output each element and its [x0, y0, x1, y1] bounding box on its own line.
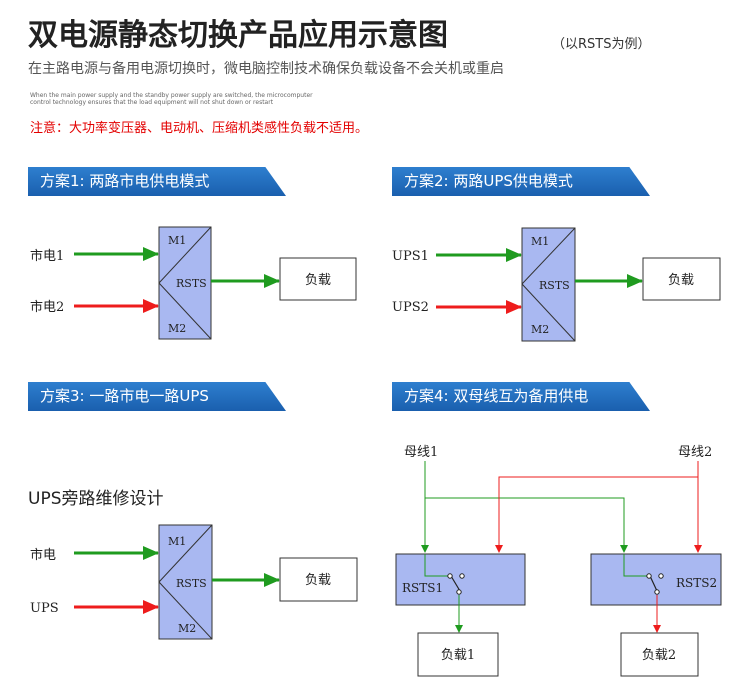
scheme-3-rsts-label: RSTS [176, 577, 207, 590]
scheme-4-bus2-to-rsts1 [495, 476, 698, 553]
scheme-3-rsts-divider-bottom [158, 581, 213, 640]
page-title: 双电源静态切换产品应用示意图 [28, 18, 448, 53]
scheme-3-load-label: 负载 [305, 573, 331, 588]
scheme-4-rsts1-box [395, 553, 526, 606]
scheme-4-bus1-to-rsts2 [425, 497, 628, 553]
scheme-4-rsts1-contact-b [459, 573, 465, 579]
scheme-2-load-box [642, 257, 721, 301]
scheme-3-tab: 方案3: 一路市电一路UPS [28, 382, 286, 411]
scheme-3-input1-label: 市电 [30, 547, 56, 563]
scheme-2-input2-label: UPS2 [392, 300, 429, 315]
page-description: 在主路电源与备用电源切换时，微电脑控制技术确保负载设备不会关机或重启 [28, 61, 504, 77]
scheme-2-rsts-divider-top [521, 227, 576, 285]
description-en-line1: When the main power supply and the stand… [30, 92, 313, 99]
scheme-1-input1-label: 市电1 [30, 248, 64, 264]
scheme-4-rsts2-contact-b [658, 573, 664, 579]
scheme-4-load2-box [620, 632, 699, 677]
scheme-3-input2-label: UPS [30, 601, 59, 616]
description-en-line2: control technology ensures that the load… [30, 99, 274, 106]
scheme-1-input2-label: 市电2 [30, 299, 64, 315]
scheme-4-rsts2-label: RSTS2 [676, 576, 717, 590]
page-subtitle: （以RSTS为例） [552, 37, 651, 52]
scheme-4-rsts1-switch-blade [450, 575, 461, 592]
scheme-1-m2-label: M2 [168, 322, 186, 335]
scheme-4-rsts1-internal-main [424, 554, 450, 577]
scheme-2-rsts-divider-bottom [521, 283, 576, 342]
scheme-2-m2-label: M2 [531, 323, 549, 336]
scheme-1-rsts-divider-top [158, 226, 212, 284]
scheme-4-tab: 方案4: 双母线互为备用供电 [392, 382, 650, 411]
scheme-1-rsts-box [158, 226, 212, 340]
scheme-2-m1-label: M1 [531, 235, 549, 248]
page-description-en: When the main power supply and the stand… [30, 92, 360, 106]
scheme-4-load1-label: 负载1 [441, 648, 475, 663]
scheme-1-rsts-label: RSTS [176, 277, 207, 290]
scheme-4-rsts1-label: RSTS1 [402, 581, 443, 595]
scheme-3-m2-label: M2 [178, 622, 196, 635]
scheme-4-load1-box [417, 632, 499, 677]
scheme-2-load-label: 负载 [668, 273, 694, 288]
scheme-2-input1-label: UPS1 [392, 249, 429, 264]
warning-note: 注意：大功率变压器、电动机、压缩机类感性负载不适用。 [30, 121, 369, 136]
scheme-4-rsts2-pivot [654, 589, 660, 595]
scheme-4-rsts1-contact-a [447, 573, 453, 579]
scheme-1-tab: 方案1: 两路市电供电模式 [28, 167, 286, 196]
scheme-1-load-box [279, 257, 357, 301]
scheme-4-rsts2-box [590, 553, 722, 606]
scheme-4-bus2-label: 母线2 [678, 445, 712, 460]
scheme-3-load-box [279, 557, 358, 602]
scheme-2-rsts-label: RSTS [539, 279, 570, 292]
scheme-4-load2-label: 负载2 [642, 648, 676, 663]
scheme-1-rsts-divider-bottom [158, 282, 212, 340]
scheme-3-rsts-divider-top [158, 524, 213, 583]
scheme-4-rsts2-contact-a [646, 573, 652, 579]
scheme-2-diagram: UPS1 UPS2 M1 RSTS M2 负载 [392, 227, 721, 342]
scheme-2-tab: 方案2: 两路UPS供电模式 [392, 167, 650, 196]
scheme-4-diagram: 母线1 母线2 RSTS1 负载1 RSTS2 负载2 [395, 445, 722, 677]
ups-bypass-design-title: UPS旁路维修设计 [28, 489, 164, 509]
scheme-4-rsts1-pivot [456, 589, 462, 595]
scheme-4-rsts2-switch-blade [649, 575, 658, 592]
scheme-1-diagram: 市电1 市电2 M1 RSTS M2 负载 [30, 226, 357, 340]
scheme-4-rsts2-internal-main [623, 554, 649, 577]
scheme-3-diagram: 市电 UPS M1 RSTS M2 负载 [30, 524, 358, 640]
scheme-1-load-label: 负载 [305, 273, 331, 288]
scheme-4-bus1-label: 母线1 [404, 445, 438, 460]
scheme-2-rsts-box [521, 227, 576, 342]
scheme-3-rsts-box [158, 524, 213, 640]
scheme-3-m1-label: M1 [168, 535, 186, 548]
scheme-1-m1-label: M1 [168, 234, 186, 247]
